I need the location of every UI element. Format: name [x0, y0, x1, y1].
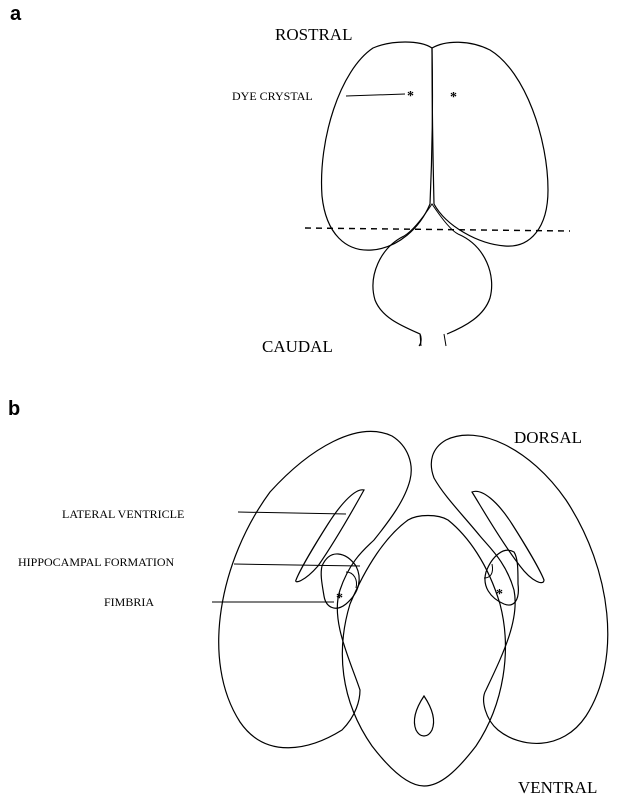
panel-b: b DORSAL VENTRAL * * LATERAL VENTRICLE H… [8, 398, 608, 797]
fimbria-label: FIMBRIA [104, 595, 154, 609]
left-fimbria-marker: * [336, 591, 343, 606]
lateral-ventricle-label: LATERAL VENTRICLE [62, 507, 184, 521]
dye-crystal-marker-right: * [450, 90, 457, 105]
right-fimbria-marker: * [496, 587, 503, 602]
panel-a: a ROSTRAL CAUDAL DYE CRYSTAL * * [10, 3, 570, 356]
hippocampal-formation-label: HIPPOCAMPAL FORMATION [18, 555, 174, 569]
panel-b-letter: b [8, 398, 20, 420]
left-hemisphere-dorsal [322, 42, 433, 250]
ventral-label: VENTRAL [518, 778, 597, 797]
diencephalon [342, 516, 505, 787]
panel-a-letter: a [10, 3, 22, 25]
caudal-label: CAUDAL [262, 337, 333, 356]
right-hemisphere-dorsal [432, 42, 548, 246]
brainstem-stub [420, 334, 446, 346]
left-lateral-ventricle [296, 490, 364, 582]
cerebellum-brainstem [373, 234, 492, 346]
right-lateral-ventricle [472, 491, 544, 582]
dye-crystal-leader-line [346, 94, 405, 96]
section-plane-line [305, 228, 570, 231]
left-hemisphere-coronal [219, 431, 411, 747]
dye-crystal-marker-left: * [407, 89, 414, 104]
hippocampal-formation-leader-line [234, 564, 360, 566]
left-hippocampal-curve [346, 572, 357, 588]
rostral-label: ROSTRAL [275, 25, 352, 44]
dye-crystal-label: DYE CRYSTAL [232, 89, 313, 103]
third-ventricle [414, 696, 433, 736]
right-hemisphere-coronal [431, 435, 607, 743]
dorsal-label: DORSAL [514, 428, 582, 447]
lateral-ventricle-leader-line [238, 512, 346, 514]
